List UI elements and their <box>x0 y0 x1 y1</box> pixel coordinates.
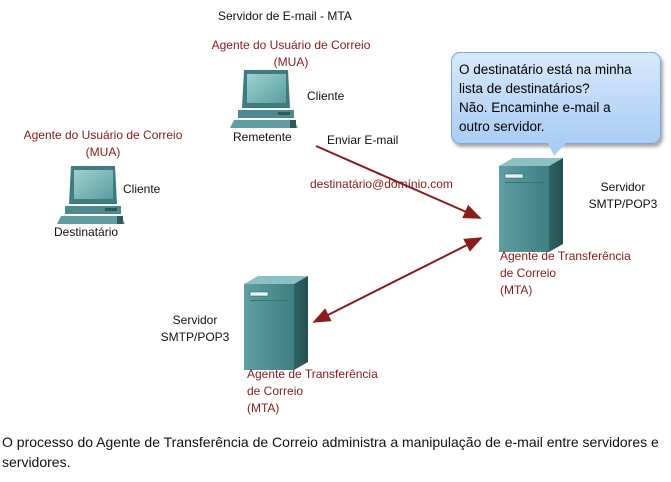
callout-line2: lista de destinatários? <box>459 81 590 96</box>
diagram-title: Servidor de E-mail - MTA <box>218 9 352 23</box>
right-server-line1: Servidor <box>600 180 646 194</box>
callout-line4: outro servidor. <box>459 119 545 134</box>
sender-name-label: Remetente <box>233 130 292 144</box>
recipient-name-label: Destinatário <box>54 225 119 239</box>
callout-line3: Não. Encaminhe e-mail a <box>459 100 611 115</box>
sender-agent-line1: Agente do Usuário de Correio <box>211 38 371 52</box>
left-mta-line1: Agente de Transferência <box>247 367 378 381</box>
figure-caption: O processo do Agente de Transferência de… <box>2 434 659 470</box>
recipient-agent-line1: Agente do Usuário de Correio <box>23 128 183 142</box>
left-server-line1: Servidor <box>172 313 218 327</box>
callout-line1: O destinatário está na minha <box>459 62 632 77</box>
sender-computer-icon <box>230 70 298 128</box>
right-server-icon <box>499 158 563 252</box>
right-mta-line1: Agente de Transferência <box>500 249 631 263</box>
sender-agent-line2: (MUA) <box>273 55 309 69</box>
right-server-line2: SMTP/POP3 <box>588 197 658 211</box>
recipient-agent-line2: (MUA) <box>85 145 121 159</box>
routing-question-callout: O destinatário está na minha lista de de… <box>451 52 661 144</box>
left-mta-label: Agente de Transferência de Correio (MTA) <box>247 366 378 417</box>
recipient-computer-icon <box>57 166 125 224</box>
right-mta-label: Agente de Transferência de Correio (MTA) <box>500 248 631 299</box>
server-to-server-arrow <box>312 237 483 323</box>
recipient-address-label: destinatário@domínio.com <box>310 177 453 191</box>
send-arrow <box>315 145 482 219</box>
sender-client-label: Cliente <box>307 89 345 103</box>
left-mta-line2: de Correio <box>247 384 304 398</box>
right-mta-line2: de Correio <box>500 266 557 280</box>
left-mta-line3: (MTA) <box>247 401 280 415</box>
sender-agent-label: Agente do Usuário de Correio (MUA) <box>196 37 386 71</box>
recipient-agent-label: Agente do Usuário de Correio (MUA) <box>8 127 198 161</box>
left-server-icon <box>244 276 308 370</box>
recipient-client-label: Cliente <box>123 182 161 196</box>
left-server-line2: SMTP/POP3 <box>160 330 230 344</box>
right-mta-line3: (MTA) <box>500 283 533 297</box>
send-email-label: Enviar E-mail <box>327 133 399 147</box>
left-server-label: Servidor SMTP/POP3 <box>150 312 240 346</box>
right-server-label: Servidor SMTP/POP3 <box>582 179 664 213</box>
callout-tail <box>548 143 566 156</box>
